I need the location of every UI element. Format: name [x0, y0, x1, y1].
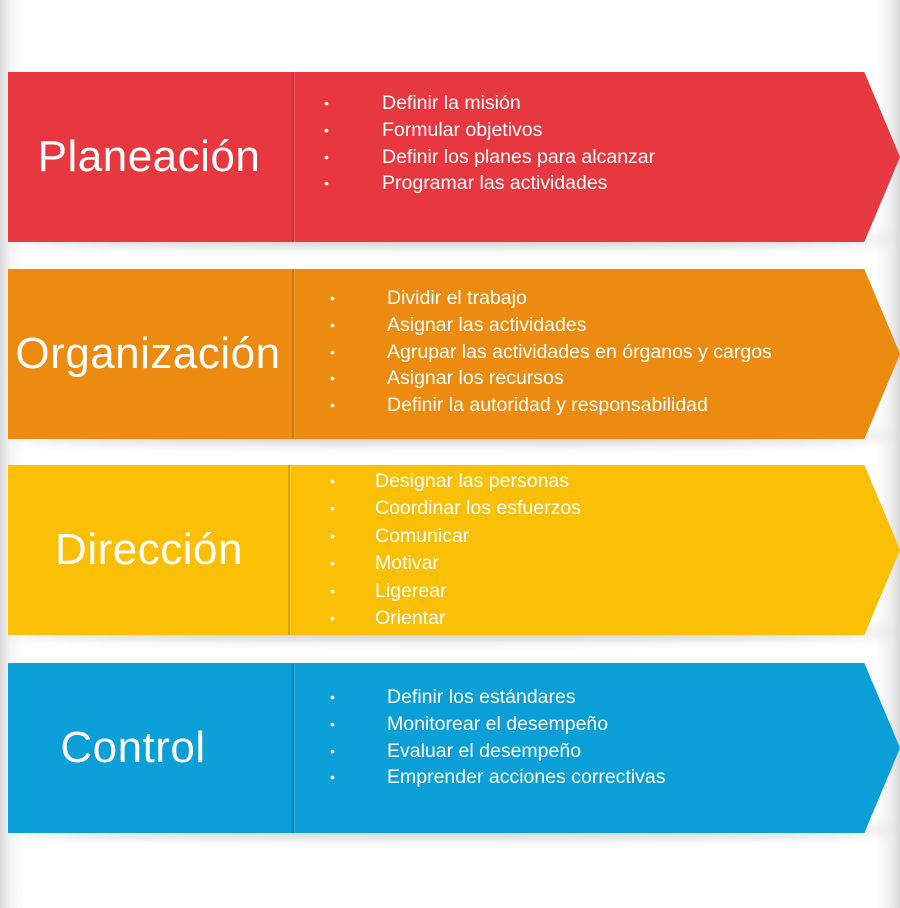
band-title: Organización [15, 329, 281, 378]
bullet-icon: • [324, 95, 329, 111]
band-item-list: •Dividir el trabajo •Asignar las activid… [330, 285, 772, 419]
band-divider [292, 72, 294, 242]
band-planeacion: Planeación •Definir la misión •Formular … [8, 72, 900, 246]
bullet-icon: • [330, 290, 335, 306]
bullet-icon: • [330, 609, 335, 626]
band-organizacion: Organización •Dividir el trabajo •Asigna… [8, 269, 900, 443]
bullet-icon: • [330, 397, 335, 414]
band-item-list: •Designar las personas •Coordinar los es… [330, 468, 581, 632]
band-direccion: Dirección •Designar las personas •Coordi… [8, 465, 900, 639]
bullet-icon: • [324, 175, 329, 192]
list-item: •Dividir el trabajo [330, 285, 772, 312]
band-arrow-shape [8, 72, 900, 242]
bullet-icon: • [330, 769, 335, 786]
list-item: •Coordinar los esfuerzos [330, 495, 581, 522]
band-arrow-shape [8, 465, 900, 635]
bullet-icon: • [330, 473, 335, 489]
bullet-icon: • [330, 715, 335, 732]
list-item: •Asignar las actividades [330, 312, 772, 339]
list-item: •Agrupar las actividades en órganos y ca… [330, 339, 772, 366]
bullet-icon: • [330, 527, 335, 544]
list-item: •Comunicar [330, 523, 581, 550]
list-item: •Definir los estándares [330, 684, 666, 711]
band-title: Control [60, 723, 206, 772]
band-arrow-shape [8, 663, 900, 833]
bullet-icon: • [330, 742, 335, 759]
list-item: •Definir la misión [324, 90, 655, 117]
bullet-icon: • [330, 316, 335, 333]
list-item: •Motivar [330, 550, 581, 577]
list-item: •Designar las personas [330, 468, 581, 495]
band-item-list: •Definir la misión •Formular objetivos •… [324, 90, 655, 197]
band-arrow-shape [8, 269, 900, 439]
bullet-icon: • [324, 148, 329, 165]
band-divider [288, 465, 290, 635]
band-title: Planeación [37, 132, 261, 181]
bullet-icon: • [330, 689, 335, 705]
list-item: •Emprender acciones correctivas [330, 764, 666, 791]
band-item-list: •Definir los estándares •Monitorear el d… [330, 684, 666, 791]
list-item: •Definir la autoridad y responsabilidad [330, 392, 772, 419]
band-title: Dirección [55, 525, 243, 574]
bullet-icon: • [330, 343, 335, 360]
band-divider [292, 663, 294, 833]
band-control: Control •Definir los estándares •Monitor… [8, 663, 900, 837]
list-item: •Asignar los recursos [330, 365, 772, 392]
list-item: •Orientar [330, 605, 581, 632]
list-item: •Evaluar el desempeño [330, 738, 666, 765]
bullet-icon: • [324, 121, 329, 138]
bullet-icon: • [330, 370, 335, 387]
list-item: •Formular objetivos [324, 117, 655, 144]
list-item: •Monitorear el desempeño [330, 711, 666, 738]
bullet-icon: • [330, 500, 335, 517]
list-item: •Definir los planes para alcanzar [324, 144, 655, 171]
bullet-icon: • [330, 582, 335, 599]
list-item: •Programar las actividades [324, 170, 655, 197]
band-divider [292, 269, 294, 439]
list-item: •Ligerear [330, 578, 581, 605]
bullet-icon: • [330, 555, 335, 572]
